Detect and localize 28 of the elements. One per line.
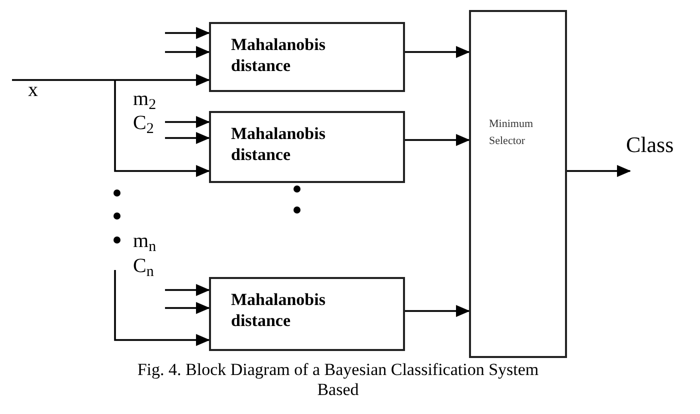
arrow xyxy=(165,302,210,314)
node-text: Mahalanobis distance xyxy=(231,123,326,165)
process-box xyxy=(209,22,405,92)
selector-block xyxy=(469,10,567,358)
arrow xyxy=(405,305,470,317)
arrow xyxy=(567,165,631,177)
arrow xyxy=(165,46,210,58)
signal-label: C$_{2}$ xyxy=(133,113,154,133)
node-text: Mahalanobis distance xyxy=(231,289,326,331)
node-text: Mahalanobis distance xyxy=(231,34,326,76)
arrow xyxy=(114,80,210,177)
signal-label: C$_{n}$ xyxy=(133,256,154,276)
arrow xyxy=(165,27,210,39)
signal-label: m$_{n}$ xyxy=(133,231,156,251)
caption: Fig. 4. Block Diagram of a Bayesian Classification System Based xyxy=(136,360,540,400)
signal-label: Class xyxy=(626,134,674,156)
arrow xyxy=(12,74,210,86)
arrow xyxy=(165,116,210,128)
arrow xyxy=(165,132,210,144)
signal-label: m$_{2}$ xyxy=(133,89,156,109)
arrow xyxy=(405,134,470,146)
arrow xyxy=(405,46,470,58)
arrow xyxy=(165,284,210,296)
node-text: Minimum Selector xyxy=(489,117,534,149)
process-box xyxy=(209,277,405,351)
arrow xyxy=(114,270,210,346)
process-box xyxy=(209,111,405,183)
signal-label: x xyxy=(28,80,38,100)
